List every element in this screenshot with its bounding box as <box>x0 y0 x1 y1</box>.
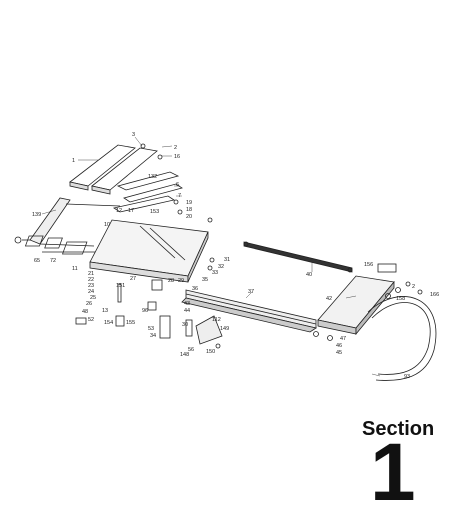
callout: 132 <box>148 174 157 180</box>
callout: 72 <box>50 258 56 264</box>
callout: 1 <box>72 158 75 164</box>
callout: 151 <box>116 283 125 289</box>
callout: 93 <box>404 374 410 380</box>
callout: 7 <box>178 193 181 199</box>
callout: 34 <box>150 333 156 339</box>
left-extension <box>14 197 121 253</box>
callout: 36 <box>192 286 198 292</box>
callout: 19 <box>186 200 192 206</box>
callout: 112 <box>212 317 221 323</box>
callout: 21 <box>88 271 94 277</box>
callout: 23 <box>88 283 94 289</box>
section-number: 1 <box>370 427 416 518</box>
callout: 2 <box>174 145 177 151</box>
callout: 2 <box>412 284 415 290</box>
callout: 45 <box>336 350 342 356</box>
callout: 148 <box>180 352 189 358</box>
callout: 28 <box>168 278 174 284</box>
callout: 52 <box>88 317 94 323</box>
callout: 48 <box>82 309 88 315</box>
callout: 25 <box>90 295 96 301</box>
callout: 18 <box>186 207 192 213</box>
rail-37 <box>181 289 317 333</box>
callout: 56 <box>188 347 194 353</box>
callout: 40 <box>306 272 312 278</box>
callout: 155 <box>126 320 135 326</box>
callout: 47 <box>340 336 346 342</box>
callout: 10 <box>104 222 110 228</box>
callout: 153 <box>150 209 159 215</box>
callout: 3 <box>132 132 135 138</box>
callout: 33 <box>212 270 218 276</box>
callout: 6 <box>176 182 179 188</box>
callout: 46 <box>336 343 342 349</box>
fence-rail-40 <box>243 241 353 273</box>
callout: 17 <box>128 208 134 214</box>
callout: 16 <box>174 154 180 160</box>
callout: 37 <box>248 289 254 295</box>
callout: 96 <box>142 308 148 314</box>
callout: 166 <box>430 292 439 298</box>
top-panel-parts <box>69 144 158 195</box>
callout: 156 <box>364 262 373 268</box>
callout: 31 <box>224 257 230 263</box>
support-tube <box>367 296 437 381</box>
callout: 158 <box>396 296 405 302</box>
callout: 150 <box>206 349 215 355</box>
callout: 11 <box>72 266 78 272</box>
leader-lines <box>41 136 381 377</box>
callout: 35 <box>202 277 208 283</box>
callout: 20 <box>186 214 192 220</box>
section-label: Section <box>362 418 435 440</box>
callout: 42 <box>326 296 332 302</box>
callout: 27 <box>130 276 136 282</box>
callout: 22 <box>88 277 94 283</box>
callout: 32 <box>218 264 224 270</box>
callout: 44 <box>184 308 190 314</box>
callout: 149 <box>220 326 229 332</box>
callout: 43 <box>184 301 190 307</box>
table-base <box>24 219 209 283</box>
callout: 29 <box>178 278 184 284</box>
callout: 139 <box>32 212 41 218</box>
hardware <box>75 143 423 349</box>
right-extension <box>317 263 397 336</box>
callout: 12 <box>116 208 122 214</box>
callout: 26 <box>86 301 92 307</box>
side-rails <box>112 171 183 213</box>
callout: 13 <box>102 308 108 314</box>
callout: 154 <box>104 320 113 326</box>
callout-labels: 1 2 3 16 132 6 7 139 11 17 10 12 19 18 2… <box>32 132 439 380</box>
callout: 30 <box>182 322 188 328</box>
callout: 65 <box>34 258 40 264</box>
callout: 24 <box>88 289 94 295</box>
callout: 53 <box>148 326 154 332</box>
